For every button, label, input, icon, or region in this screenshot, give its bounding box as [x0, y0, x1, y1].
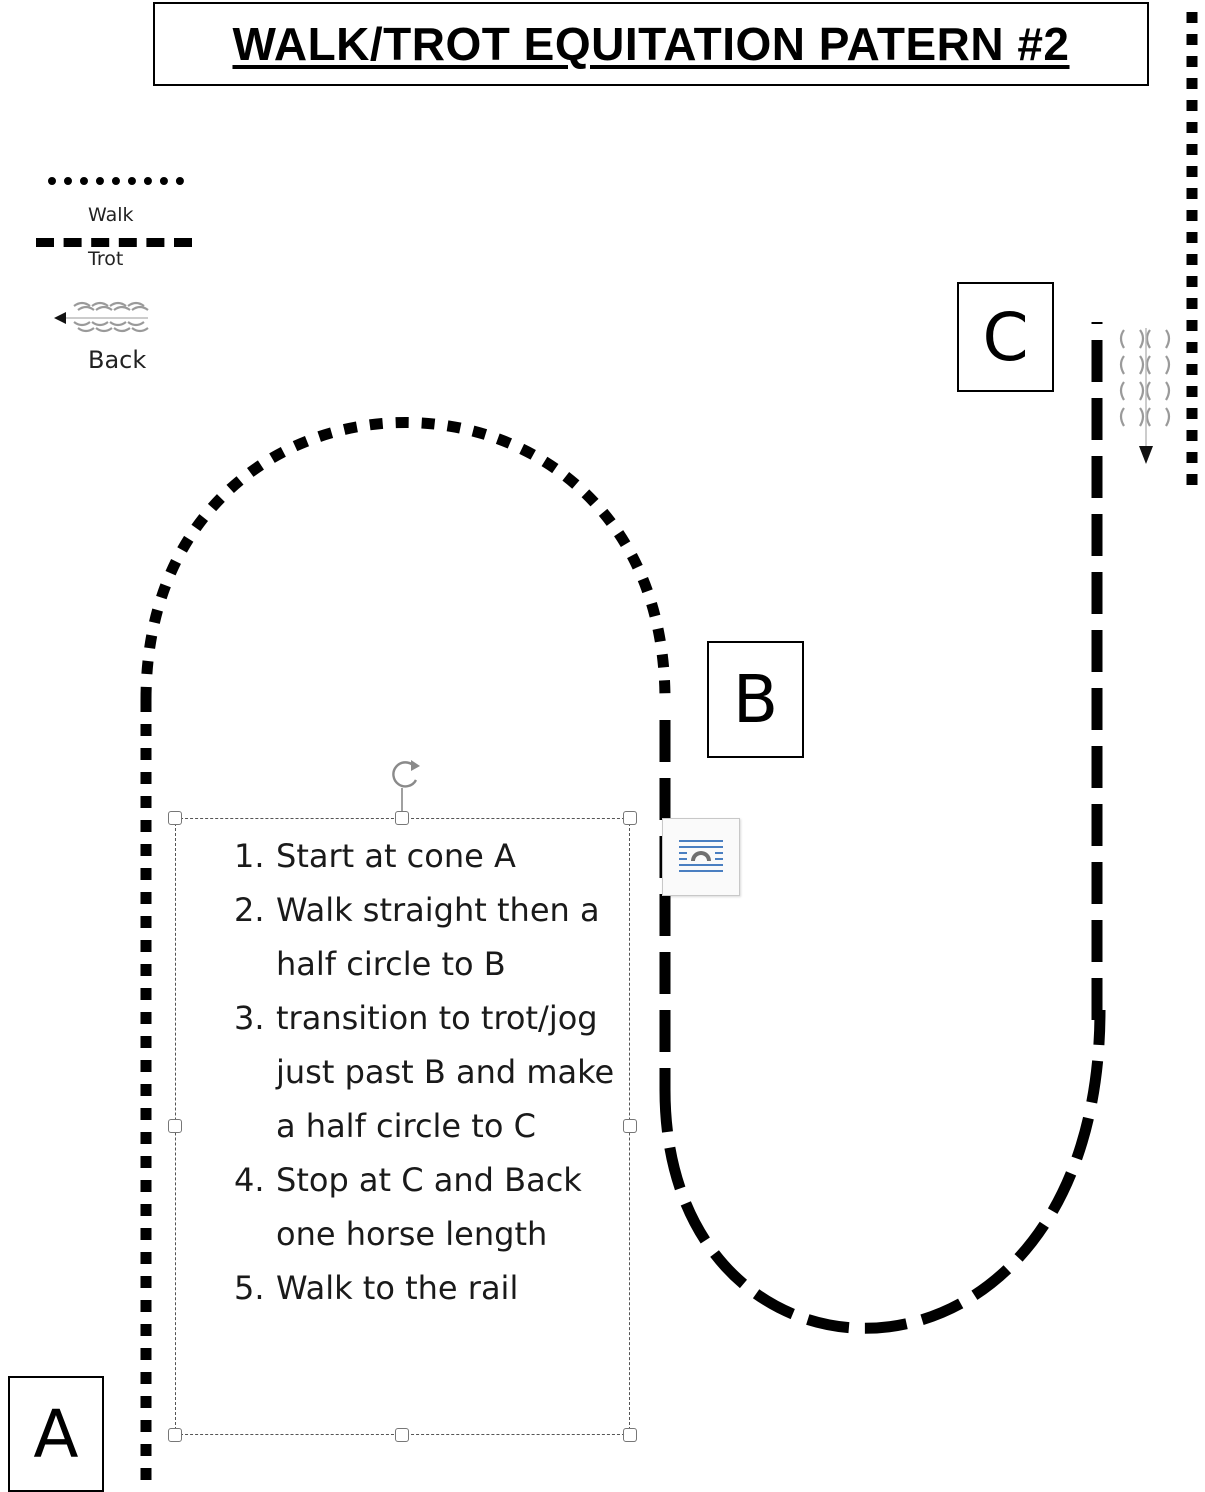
back-arrow-icon [54, 301, 149, 333]
instruction-number: 5. [234, 1269, 265, 1307]
cone-c: C [957, 282, 1054, 392]
instruction-item: 2. Walk straight then a half circle to B [234, 883, 624, 991]
resize-handle-bottom-right[interactable] [623, 1428, 637, 1442]
cone-b-label: B [732, 661, 779, 738]
resize-handle-top-left[interactable] [168, 811, 182, 825]
instruction-text: Walk to the rail [276, 1269, 519, 1307]
instruction-number: 2. [234, 891, 265, 929]
walk-legend-line [48, 177, 184, 185]
pattern-title: WALK/TROT EQUITATION PATERN #2 [232, 18, 1070, 70]
back-legend-label: Back [88, 346, 147, 374]
cone-b: B [707, 641, 804, 758]
instructions-list: 1. Start at cone A 2. Walk straight then a… [234, 829, 624, 1315]
cone-a: A [8, 1376, 104, 1492]
instruction-text: transition to trot/jog just past B and m… [276, 999, 615, 1145]
instruction-number: 3. [234, 999, 265, 1037]
resize-handle-bottom-left[interactable] [168, 1428, 182, 1442]
resize-handle-top-middle[interactable] [395, 811, 409, 825]
instructions-textbox[interactable]: 1. Start at cone A 2. Walk straight then a… [175, 818, 630, 1435]
instruction-item: 1. Start at cone A [234, 829, 624, 883]
wrap-text-icon [679, 840, 723, 872]
title-box: WALK/TROT EQUITATION PATERN #2 [153, 2, 1149, 86]
resize-handle-bottom-middle[interactable] [395, 1428, 409, 1442]
walk-legend-label: Walk [88, 204, 134, 226]
back-arrow-icon [1119, 328, 1171, 464]
resize-handle-top-right[interactable] [623, 811, 637, 825]
instruction-item: 5. Walk to the rail [234, 1261, 624, 1315]
trot-path-half-circle [659, 1009, 1106, 1334]
instruction-number: 1. [234, 837, 265, 875]
instruction-number: 4. [234, 1161, 265, 1199]
resize-handle-middle-left[interactable] [168, 1119, 182, 1133]
cone-a-label: A [33, 1395, 79, 1473]
instruction-item: 3. transition to trot/jog just past B and… [234, 991, 624, 1153]
layout-options-button[interactable] [662, 818, 740, 896]
resize-handle-middle-right[interactable] [623, 1119, 637, 1133]
instruction-text: Stop at C and Back one horse length [276, 1161, 582, 1253]
cone-c-label: C [982, 298, 1029, 376]
instruction-item: 4. Stop at C and Back one horse length [234, 1153, 624, 1261]
walk-path-half-circle [140, 417, 671, 701]
instruction-text: Walk straight then a half circle to B [276, 891, 600, 983]
trot-legend-line [36, 238, 192, 247]
trot-legend-label: Trot [88, 248, 124, 270]
instruction-text: Start at cone A [276, 837, 516, 875]
rotate-handle-icon[interactable] [380, 752, 430, 818]
